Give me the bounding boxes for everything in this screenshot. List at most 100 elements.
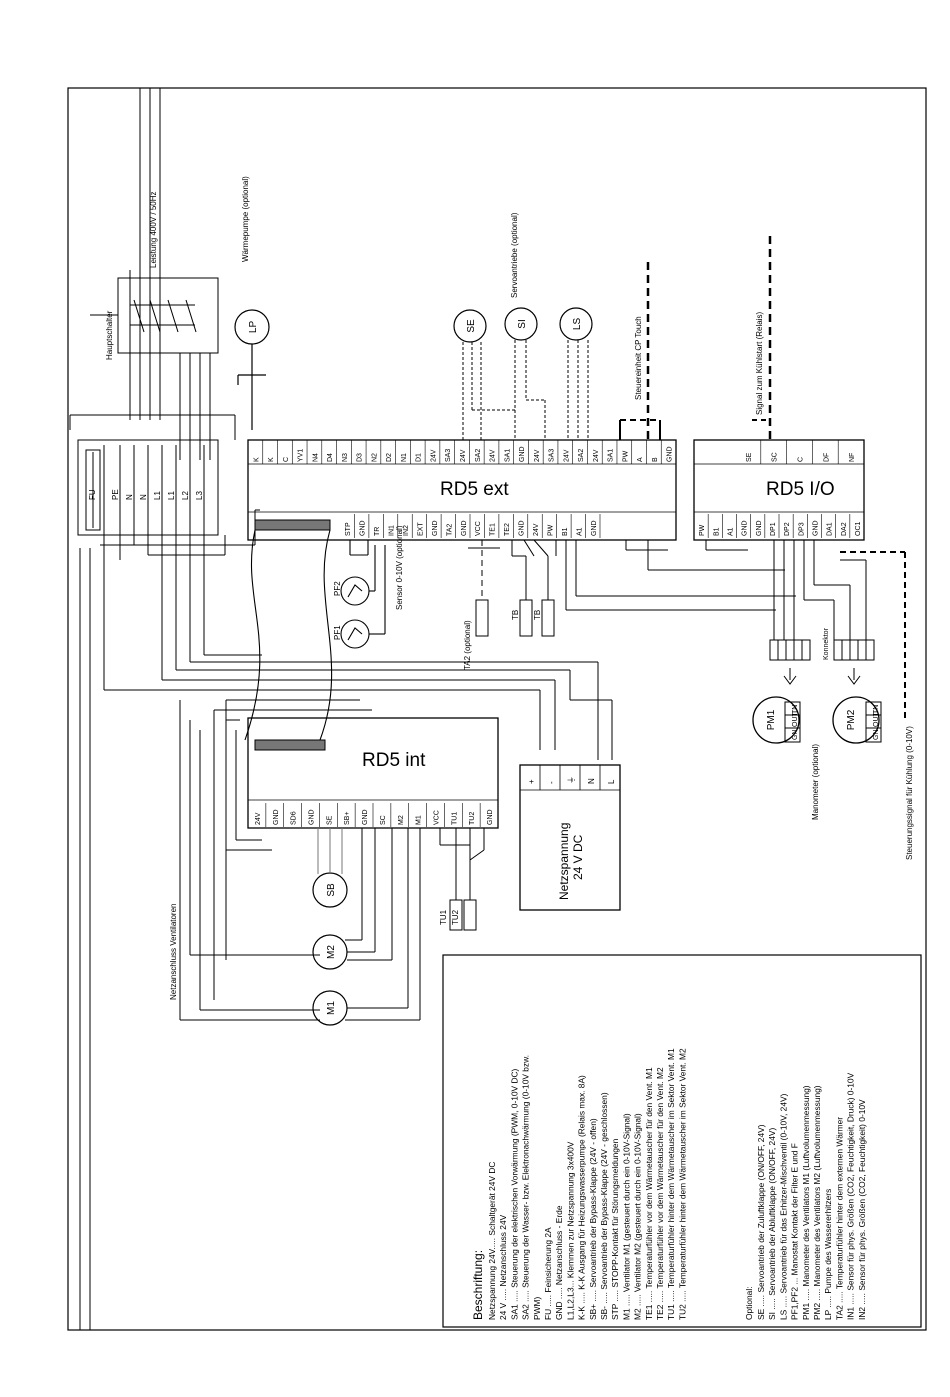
label-steuereinheit: Steuereinheit CP Touch [634, 316, 643, 400]
tu1-label: TU1 [439, 909, 448, 925]
cp-touch-wiring [619, 262, 661, 440]
int-bottom-terminal: GND [309, 809, 316, 825]
io-bottom-terminal: B1 [713, 527, 720, 536]
se-label: SE [466, 319, 477, 333]
pm1-label: PM1 [766, 709, 777, 730]
ext-top-terminal: D3 [357, 453, 364, 462]
legend-optional-line: PM1 ..... Manometer des Ventilators M1 (… [801, 1085, 811, 1320]
int-bottom-terminal: TU1 [451, 812, 458, 825]
legend-line: SA1 ..... Steuerung der elektrischen Vor… [509, 1068, 519, 1320]
legend-optional-title: Optional: [744, 1286, 754, 1320]
legend-title: Beschriftung: [471, 1250, 485, 1320]
io-bottom-terminal: A1 [727, 527, 734, 536]
pump-lp [234, 309, 270, 430]
ext-bottom-terminal: EXT [417, 522, 424, 536]
left-strip-terminal: L2 [181, 491, 190, 500]
legend-line: SB+ ..... Servoantrieb der Bypass-Klappe… [588, 1118, 598, 1320]
io-top-terminal: NF [849, 453, 856, 462]
left-strip-terminal: N [125, 494, 134, 500]
label-signal-kuehl: Signal zum Kühlstart (Relais) [755, 312, 764, 415]
rd5-ext-block [247, 439, 677, 541]
left-strip-terminal: N [139, 494, 148, 500]
rd5-int-block [247, 717, 499, 829]
ext-top-terminal: 24V [534, 449, 541, 462]
ext-top-terminal: A [637, 457, 644, 462]
ext-top-terminal: N3 [342, 453, 349, 462]
io-bottom-terminal: GND [812, 520, 819, 536]
ext-top-terminal: SA2 [475, 449, 482, 462]
psu-terminal: L [607, 779, 616, 784]
ext-top-terminal: K [268, 457, 275, 462]
ext-bottom-terminal: 24V [533, 523, 540, 536]
pf2-label: PF2 [333, 581, 342, 596]
left-strip-terminal: L3 [195, 491, 204, 500]
int-bottom-terminal: M1 [416, 815, 423, 825]
pressure-switches [340, 540, 386, 649]
ext-top-terminal: N2 [371, 453, 378, 462]
servo-actuators [453, 307, 593, 440]
temp-sensors-ext [468, 539, 796, 637]
ext-bottom-terminal: TR [374, 527, 381, 536]
ext-top-terminal: K [253, 457, 260, 462]
io-bottom-terminal: OC1 [855, 522, 862, 537]
ext-top-terminal: N4 [312, 453, 319, 462]
rd5-int-title: RD5 int [362, 750, 426, 771]
ext-bottom-terminal: B1 [562, 527, 569, 536]
ext-top-terminal: SA3 [549, 449, 556, 462]
rd5-ext-title: RD5 ext [440, 479, 509, 500]
pm-terminal: OUT [873, 712, 880, 728]
ext-top-terminal: D1 [416, 453, 423, 462]
int-bottom-terminal: SD6 [291, 811, 298, 825]
io-top-terminal: SC [772, 452, 779, 462]
legend-line: GND ..... Netzanschluss - Erde [554, 1205, 564, 1320]
tu2-label: TU2 [451, 909, 460, 925]
label-sensor: Sensor 0-10V (optional) [395, 525, 404, 610]
ext-top-terminal: SA2 [578, 449, 585, 462]
io-bottom-terminal: DP3 [798, 522, 805, 536]
lp-label: LP [248, 321, 259, 334]
legend-optional-line: PF1,PF2 ... Manostat Kontakt der Filter … [790, 1143, 800, 1320]
psu-terminal: ⏚ [567, 776, 576, 784]
label-netzanschluss: Netzanschluss Ventilatoren [169, 904, 178, 1001]
ext-top-terminal: C [283, 457, 290, 462]
legend-line: SA2 ..... Steuerung der Wasser- bzw. Ele… [521, 1055, 531, 1320]
ext-top-terminal: GND [667, 446, 674, 462]
fu-label: FU [88, 489, 97, 500]
legend-line: M1 ..... Ventilator M1 (gesteuert durch … [621, 1113, 631, 1320]
ext-top-terminal: B [652, 457, 659, 462]
legend-line: K-K ..... K-K Ausgang für Heizungswasser… [577, 1075, 587, 1320]
pf1-label: PF1 [333, 625, 342, 640]
ext-top-terminal: GND [519, 446, 526, 462]
ext-bottom-terminal: A1 [576, 527, 583, 536]
ext-bottom-terminal: GND [519, 520, 526, 536]
tb2-label: TB [533, 610, 542, 620]
ext-top-terminal: 24V [490, 449, 497, 462]
label-manometer: Manometer (optional) [811, 744, 820, 820]
label-hauptschalter: Hauptschalter [105, 310, 114, 360]
int-bottom-terminal: GND [487, 809, 494, 825]
ext-bottom-terminal: GND [432, 520, 439, 536]
ext-bottom-terminal: PW [547, 524, 554, 536]
io-relay-wiring [752, 236, 772, 440]
pm-terminal: TN [873, 705, 880, 714]
pm-terminal: GN [792, 730, 799, 741]
psu-block [519, 764, 621, 911]
legend-optional-line: LP ..... Pumpe des Wassererhitzers [823, 1189, 833, 1320]
int-bottom-terminal: TU2 [469, 812, 476, 825]
legend-line: SB- ..... Servoantrieb der Bypass-Klappe… [599, 1092, 609, 1320]
legend-optional-line: TA2 ..... Temperaturfühler hinter dem ex… [834, 1117, 844, 1320]
int-bottom-terminal: VCC [434, 810, 441, 825]
ext-top-terminal: N1 [401, 453, 408, 462]
psu-title-line2: 24 V DC [571, 834, 585, 880]
m2-label: M2 [326, 945, 337, 959]
page-frame [67, 87, 927, 1331]
ls-label: LS [572, 318, 583, 331]
bus-wiring [625, 540, 785, 571]
io-bottom-terminal: DA2 [841, 522, 848, 536]
